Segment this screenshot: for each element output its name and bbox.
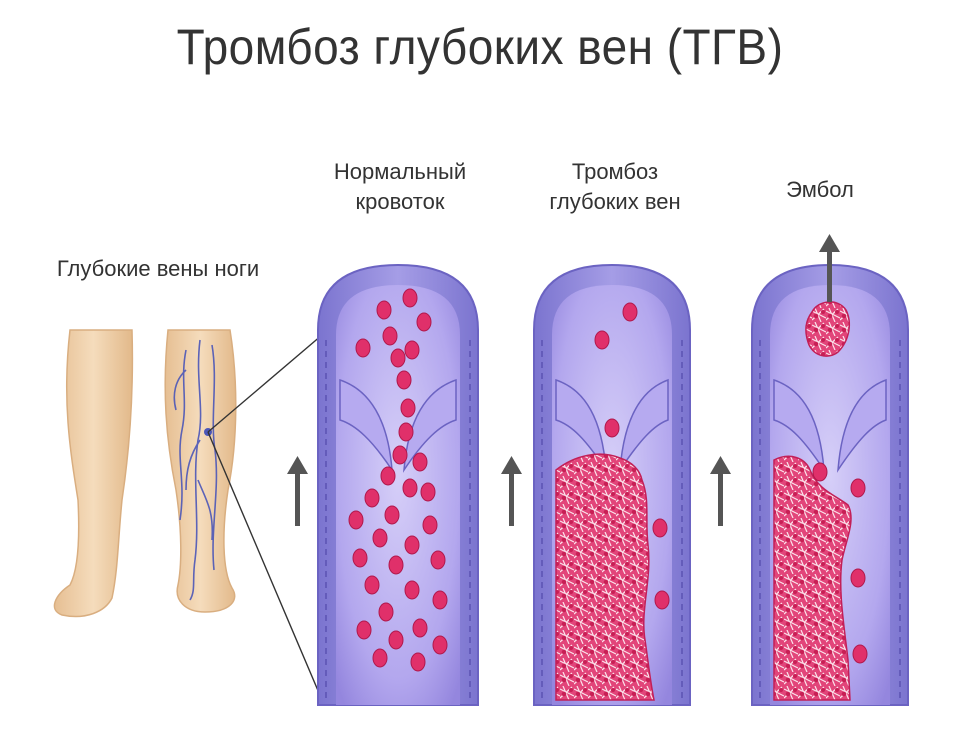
dvt-label: Тромбоз глубоких вен (520, 157, 710, 217)
flow-arrow-2 (501, 456, 522, 526)
embolus-arrow (819, 234, 840, 302)
residual-thrombus (773, 455, 852, 701)
deep-leg-veins-label: Глубокие вены ноги (56, 256, 260, 281)
embolus (805, 301, 851, 357)
vein-embolus (751, 234, 909, 706)
embolus-label: Эмбол (786, 177, 854, 202)
dvt-label-line2: глубоких вен (549, 189, 681, 214)
normal-flow-label-line1: Нормальный (333, 159, 467, 184)
connector-line-top (207, 334, 323, 433)
page-title: Тромбоз глубоких вен (ТГВ) (176, 19, 784, 75)
vein-normal (317, 263, 479, 706)
connector-line-bottom (207, 431, 323, 701)
blood-cells (812, 462, 868, 664)
vein-thrombosis (533, 263, 691, 706)
flow-arrow-3 (710, 456, 731, 526)
legs-illustration (53, 329, 237, 618)
flow-arrow-1 (287, 456, 308, 526)
blood-cells (348, 288, 448, 672)
dvt-label-line1: Тромбоз (571, 159, 659, 184)
normal-flow-label: Нормальный кровоток (305, 157, 495, 217)
valve-right (403, 378, 457, 473)
left-leg (53, 329, 134, 618)
right-leg (164, 329, 237, 613)
blood-cells (594, 302, 670, 610)
normal-flow-label-line2: кровоток (355, 189, 445, 214)
thrombus (555, 453, 655, 701)
valve-right (837, 378, 887, 473)
